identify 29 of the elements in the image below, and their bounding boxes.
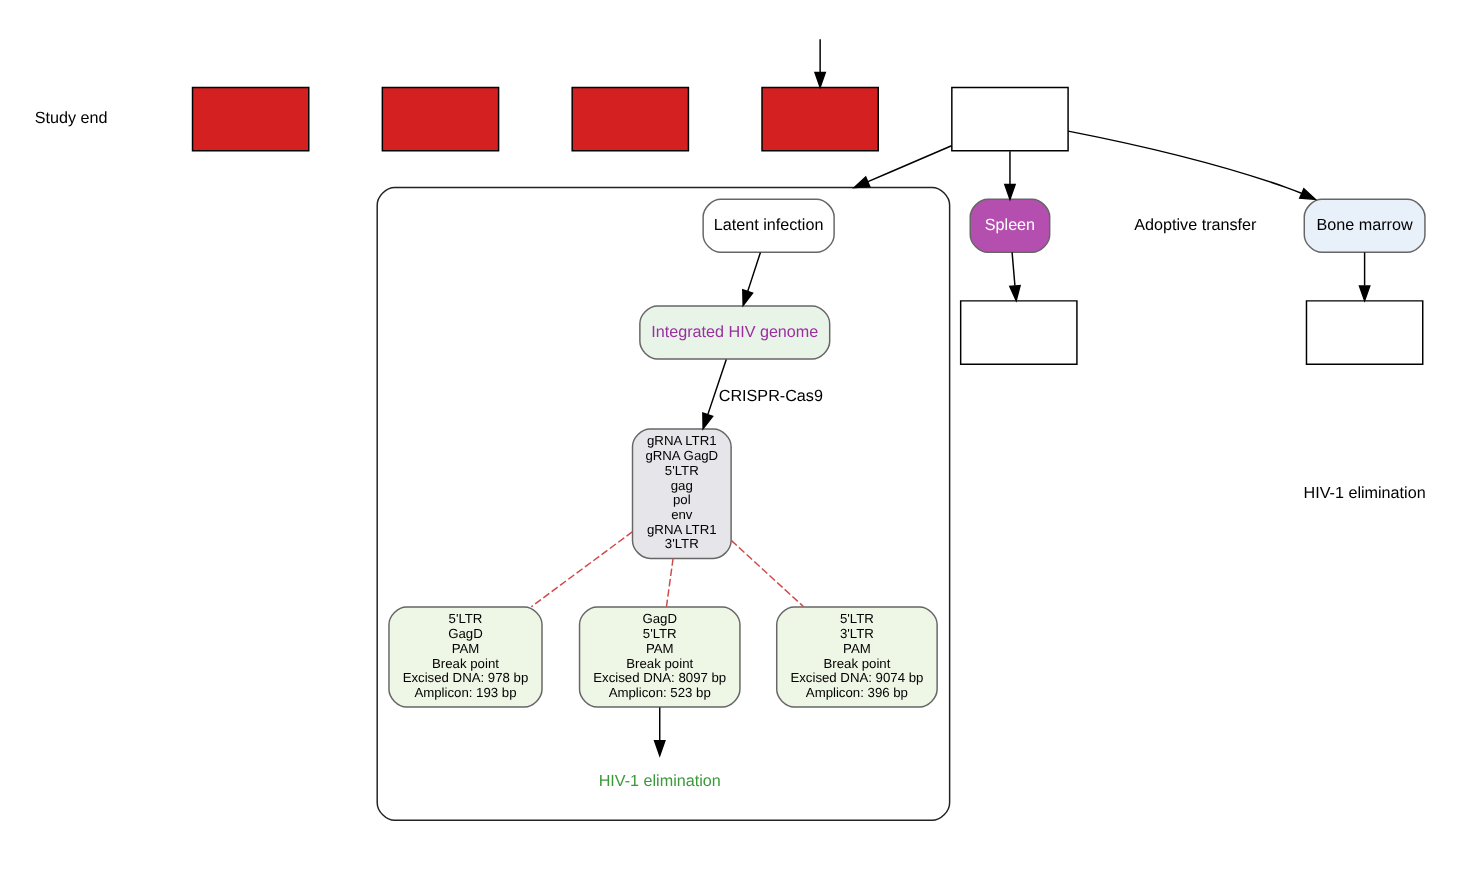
connector <box>730 539 805 608</box>
node-text: HIV-1 elimination <box>598 772 721 791</box>
connector <box>530 531 633 608</box>
arrow <box>1358 251 1371 303</box>
node-box <box>959 300 1078 365</box>
node-box: Latent infection <box>702 198 835 254</box>
node-box <box>951 86 1069 152</box>
node-box <box>191 86 310 152</box>
arrow <box>702 358 727 431</box>
arrow <box>813 38 827 90</box>
arrow <box>1008 251 1022 303</box>
edge-label: CRISPR-Cas9 <box>718 386 823 405</box>
arrow <box>1067 130 1318 201</box>
arrow <box>742 251 762 308</box>
node-box <box>571 86 690 152</box>
cluster <box>376 186 951 822</box>
node-box: Bone marrow <box>1303 198 1426 254</box>
arrow <box>1003 150 1017 202</box>
connector <box>665 557 674 608</box>
node-box <box>381 86 500 152</box>
node-box <box>1305 300 1424 365</box>
arrow <box>653 706 666 758</box>
node-box: Spleen <box>969 198 1051 254</box>
label: HIV-1 elimination <box>1303 483 1426 502</box>
label: Adoptive transfer <box>1134 215 1257 234</box>
label: Study end <box>34 109 108 128</box>
node-box: Integrated HIV genome <box>639 305 831 360</box>
arrow <box>852 145 953 189</box>
node-box <box>761 86 879 152</box>
